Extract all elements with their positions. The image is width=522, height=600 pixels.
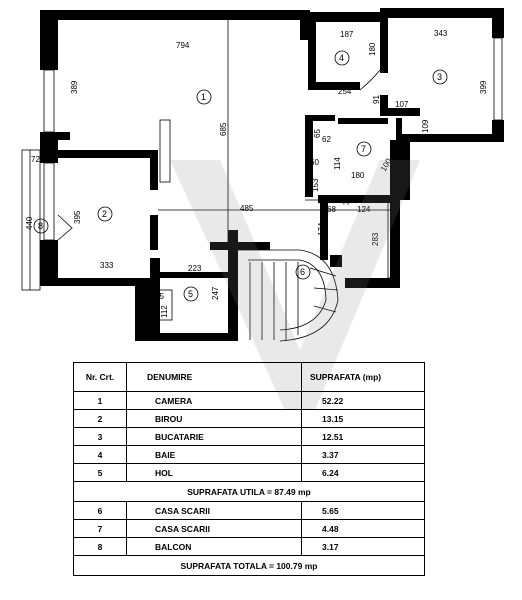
row-nr: 2	[73, 409, 127, 428]
row-name: CASA SCARII	[126, 501, 302, 520]
dim: 333	[100, 261, 114, 270]
dimension-labels: 794 389 685 187 180 254 91 343 107 399 1…	[25, 29, 488, 318]
row-area: 13.15	[301, 409, 425, 428]
dim: 485	[240, 204, 254, 213]
table-row: 3 BUCATARIE 12.51	[73, 427, 425, 446]
room-number: 6	[300, 267, 305, 277]
thin-lines	[21, 20, 503, 342]
dim: 187	[340, 30, 354, 39]
row-area: 52.22	[301, 391, 425, 410]
row-name: HOL	[126, 463, 302, 482]
table-header-row: Nr. Crt. DENUMIRE SUPRAFATA (mp)	[73, 362, 425, 392]
total-text: SUPRAFATA TOTALA = 100.79 mp	[73, 555, 425, 576]
dim: 440	[25, 216, 34, 230]
dim: 60	[310, 158, 319, 167]
table-row: 4 BAIE 3.37	[73, 445, 425, 464]
dim: 153	[311, 178, 320, 192]
dim: 109	[421, 119, 430, 133]
subtotal-text: SUPRAFATA UTILA = 87.49 mp	[73, 481, 425, 502]
header-denumire: DENUMIRE	[126, 362, 302, 392]
table-row: 6 CASA SCARII 5.65	[73, 501, 425, 520]
row-area: 5.65	[301, 501, 425, 520]
row-nr: 7	[73, 519, 127, 538]
row-area: 3.17	[301, 537, 425, 556]
room-markers: 1 2 3 4 5 6 7 8	[33, 50, 448, 302]
header-suprafata: SUPRAFATA (mp)	[301, 362, 425, 392]
dim: 389	[70, 80, 79, 94]
room-number: 1	[201, 92, 206, 102]
row-area: 4.48	[301, 519, 425, 538]
row-name: BAIE	[126, 445, 302, 464]
room-number: 2	[102, 209, 107, 219]
row-nr: 6	[73, 501, 127, 520]
dim: 223	[188, 264, 202, 273]
room-number: 4	[339, 53, 344, 63]
dim: 68	[327, 205, 336, 214]
table-row: 8 BALCON 3.17	[73, 537, 425, 556]
row-nr: 8	[73, 537, 127, 556]
table-row: 2 BIROU 13.15	[73, 409, 425, 428]
dim: 107	[395, 100, 409, 109]
dim: 65	[155, 292, 164, 301]
row-area: 12.51	[301, 427, 425, 446]
dim: 343	[434, 29, 448, 38]
row-nr: 5	[73, 463, 127, 482]
room-number: 8	[38, 221, 43, 231]
floor-plan: 794 389 685 187 180 254 91 343 107 399 1…	[21, 8, 504, 342]
dim: 247	[211, 286, 220, 300]
dim: 685	[219, 122, 228, 136]
interior-walls	[58, 18, 420, 278]
row-name: BUCATARIE	[126, 427, 302, 446]
table-row: 7 CASA SCARII 4.48	[73, 519, 425, 538]
dim: 254	[338, 87, 352, 96]
dim: 180	[351, 171, 365, 180]
room-number: 5	[188, 289, 193, 299]
row-nr: 4	[73, 445, 127, 464]
row-area: 6.24	[301, 463, 425, 482]
dim: 174	[317, 222, 326, 236]
dim: 794	[176, 41, 190, 50]
header-nr: Nr. Crt.	[73, 362, 127, 392]
total-row: SUPRAFATA TOTALA = 100.79 mp	[73, 555, 425, 576]
dim: 112	[160, 305, 169, 318]
dim: 395	[73, 210, 82, 224]
dim: 283	[371, 232, 380, 246]
row-name: BALCON	[126, 537, 302, 556]
row-name: CAMERA	[126, 391, 302, 410]
dim: 72	[31, 155, 40, 164]
area-table: Nr. Crt. DENUMIRE SUPRAFATA (mp) 1 CAMER…	[73, 362, 425, 576]
subtotal-row: SUPRAFATA UTILA = 87.49 mp	[73, 481, 425, 502]
table-row: 5 HOL 6.24	[73, 463, 425, 482]
dim: 124	[357, 205, 371, 214]
room-number: 3	[437, 72, 442, 82]
row-area: 3.37	[301, 445, 425, 464]
room-number: 7	[361, 144, 366, 154]
row-name: BIROU	[126, 409, 302, 428]
dim: 114	[333, 157, 342, 170]
row-nr: 1	[73, 391, 127, 410]
table-row: 1 CAMERA 52.22	[73, 391, 425, 410]
exterior-walls	[40, 8, 504, 341]
dim: 91	[372, 95, 381, 104]
row-name: CASA SCARII	[126, 519, 302, 538]
dim: 38	[342, 196, 351, 205]
dim: 62	[322, 135, 331, 144]
dim: 399	[479, 80, 488, 94]
row-nr: 3	[73, 427, 127, 446]
dim: 65	[313, 129, 322, 138]
dim: 113	[395, 135, 404, 148]
dim: 180	[368, 42, 377, 56]
